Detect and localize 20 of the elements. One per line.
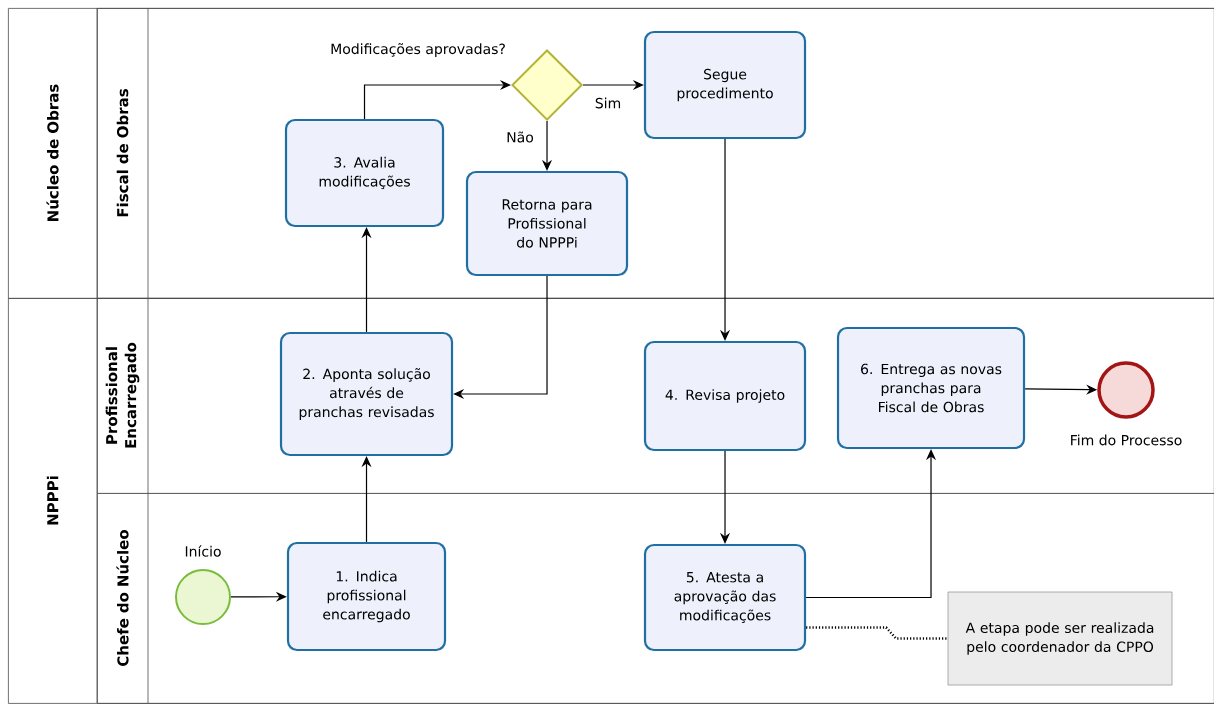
node-caption: Fim do Processo [1071, 434, 1182, 446]
node-caption: Modificações aprovadas? [331, 43, 505, 57]
edge-label: Não [505, 130, 535, 144]
annotation-box: A etapa pode ser realizada pelo coordenador da CPPO [947, 591, 1173, 686]
edge-label: Sim [593, 96, 623, 110]
task-box: 3. Avalia modificações [284, 118, 445, 228]
arrow [453, 275, 548, 400]
arrow [363, 79, 511, 120]
task-box: Segue procedimento [643, 30, 807, 140]
task-box: 5. Atesta a aprovação das modificações [643, 543, 807, 652]
task-box: 2. Aponta solução através de pranchas revisadas [279, 331, 454, 457]
task-box: 6. Entrega as novas pranchas para Fiscal de Obras [836, 326, 1026, 450]
decision-diamond [511, 49, 583, 121]
event-circle [175, 569, 231, 625]
node-caption: Início [185, 545, 221, 557]
dotted-connector [806, 626, 948, 640]
task-box: Retorna para Profissional do NPPPi [465, 170, 629, 277]
event-circle [1097, 361, 1155, 419]
task-box: 1. Indica profissional encarregado [286, 541, 447, 652]
task-box: 4. Revisa projeto [643, 340, 807, 452]
